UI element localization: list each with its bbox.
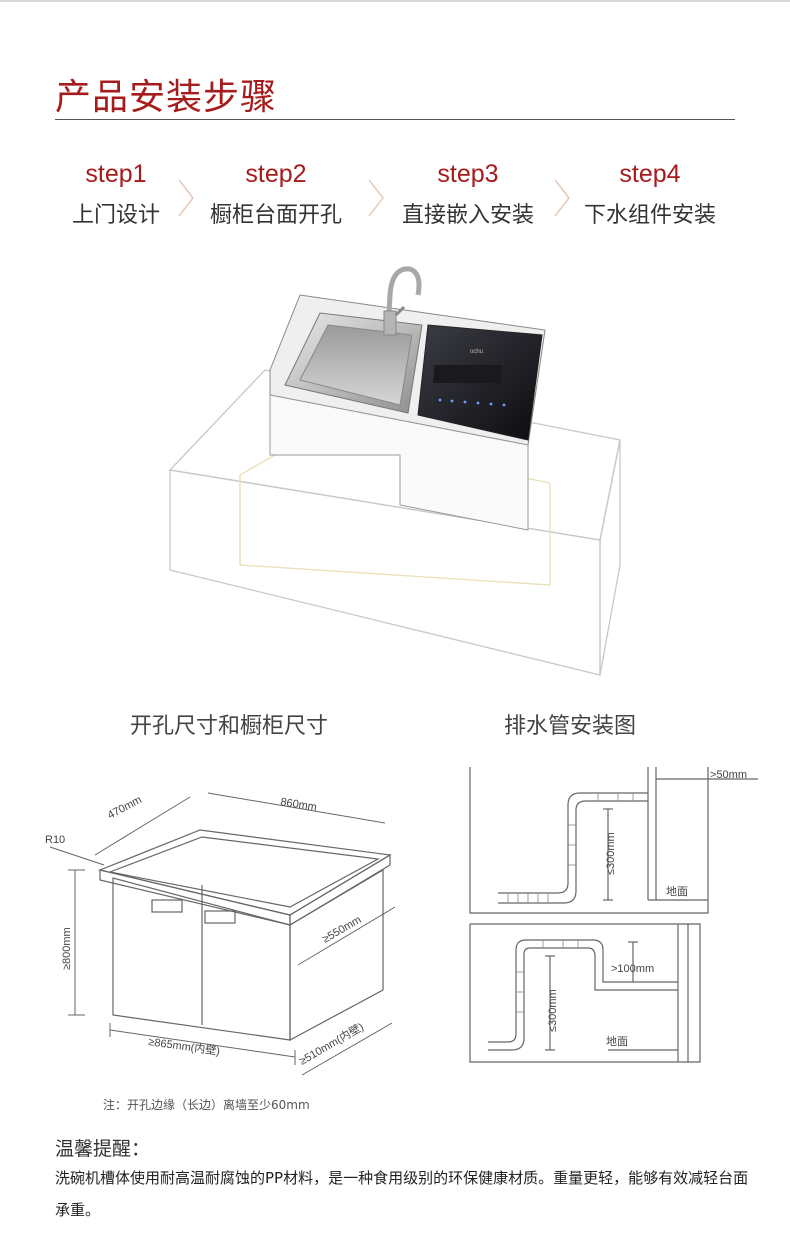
drain-diagram-top: >50mm ≤300mm 地面 xyxy=(469,767,758,914)
chevron-right-icon xyxy=(178,179,194,217)
step-label: 上门设计 xyxy=(71,203,160,228)
step-number: step2 xyxy=(245,160,307,188)
step-4: step4 下水组件安装 xyxy=(570,160,730,229)
step-number: step3 xyxy=(437,160,499,188)
step-3: step3 直接嵌入安装 xyxy=(388,160,548,229)
cabinet-dimension-drawing: R10 470mm 860mm ≥800mm ≥550mm ≥865mm(内壁)… xyxy=(45,792,396,1076)
step-1: step1 上门设计 xyxy=(36,160,196,229)
tip-title: 温馨提醒： xyxy=(55,1138,151,1160)
step-label: 橱柜台面开孔 xyxy=(209,203,342,228)
page-title: 产品安装步骤 xyxy=(55,77,278,118)
drain-section-title: 排水管安装图 xyxy=(504,714,637,739)
inner-width-dimension: ≥865mm(内壁) xyxy=(148,1034,221,1058)
bottom-floor-label: 地面 xyxy=(606,1035,628,1048)
step-number: step1 xyxy=(85,160,147,188)
depth-dimension: 470mm xyxy=(106,794,144,822)
chevron-right-icon xyxy=(368,179,384,217)
top-divider xyxy=(0,0,790,2)
title-divider xyxy=(55,119,735,120)
bottom-gap-label: >100mm xyxy=(611,963,654,975)
top-floor-label: 地面 xyxy=(666,885,688,898)
top-gap-label: >50mm xyxy=(710,769,747,781)
brand-logo: ochu xyxy=(470,349,483,355)
product-illustration: ochu xyxy=(168,266,621,676)
top-height-label: ≤300mm xyxy=(605,832,617,875)
bottom-height-label: ≤300mm xyxy=(547,989,559,1032)
tip-body: 洗碗机槽体使用耐高温耐腐蚀的PP材料，是一种食用级别的环保健康材质。重量更轻，能… xyxy=(55,1169,749,1219)
sink-unit: ochu xyxy=(269,266,546,531)
width-dimension: 860mm xyxy=(280,796,318,814)
cabinet-section-title: 开孔尺寸和橱柜尺寸 xyxy=(130,714,329,739)
cabinet-note: 注：开孔边缘（长边）离墙至少60mm xyxy=(103,1098,310,1112)
height-dimension: ≥800mm xyxy=(61,927,73,970)
chevron-right-icon xyxy=(554,179,570,217)
radius-label: R10 xyxy=(45,834,65,846)
drain-diagram-bottom: >100mm ≤300mm 地面 xyxy=(469,923,701,1063)
step-label: 下水组件安装 xyxy=(583,203,716,228)
step-label: 直接嵌入安装 xyxy=(401,203,534,228)
step-2: step2 橱柜台面开孔 xyxy=(196,160,356,229)
step-number: step4 xyxy=(619,160,681,188)
